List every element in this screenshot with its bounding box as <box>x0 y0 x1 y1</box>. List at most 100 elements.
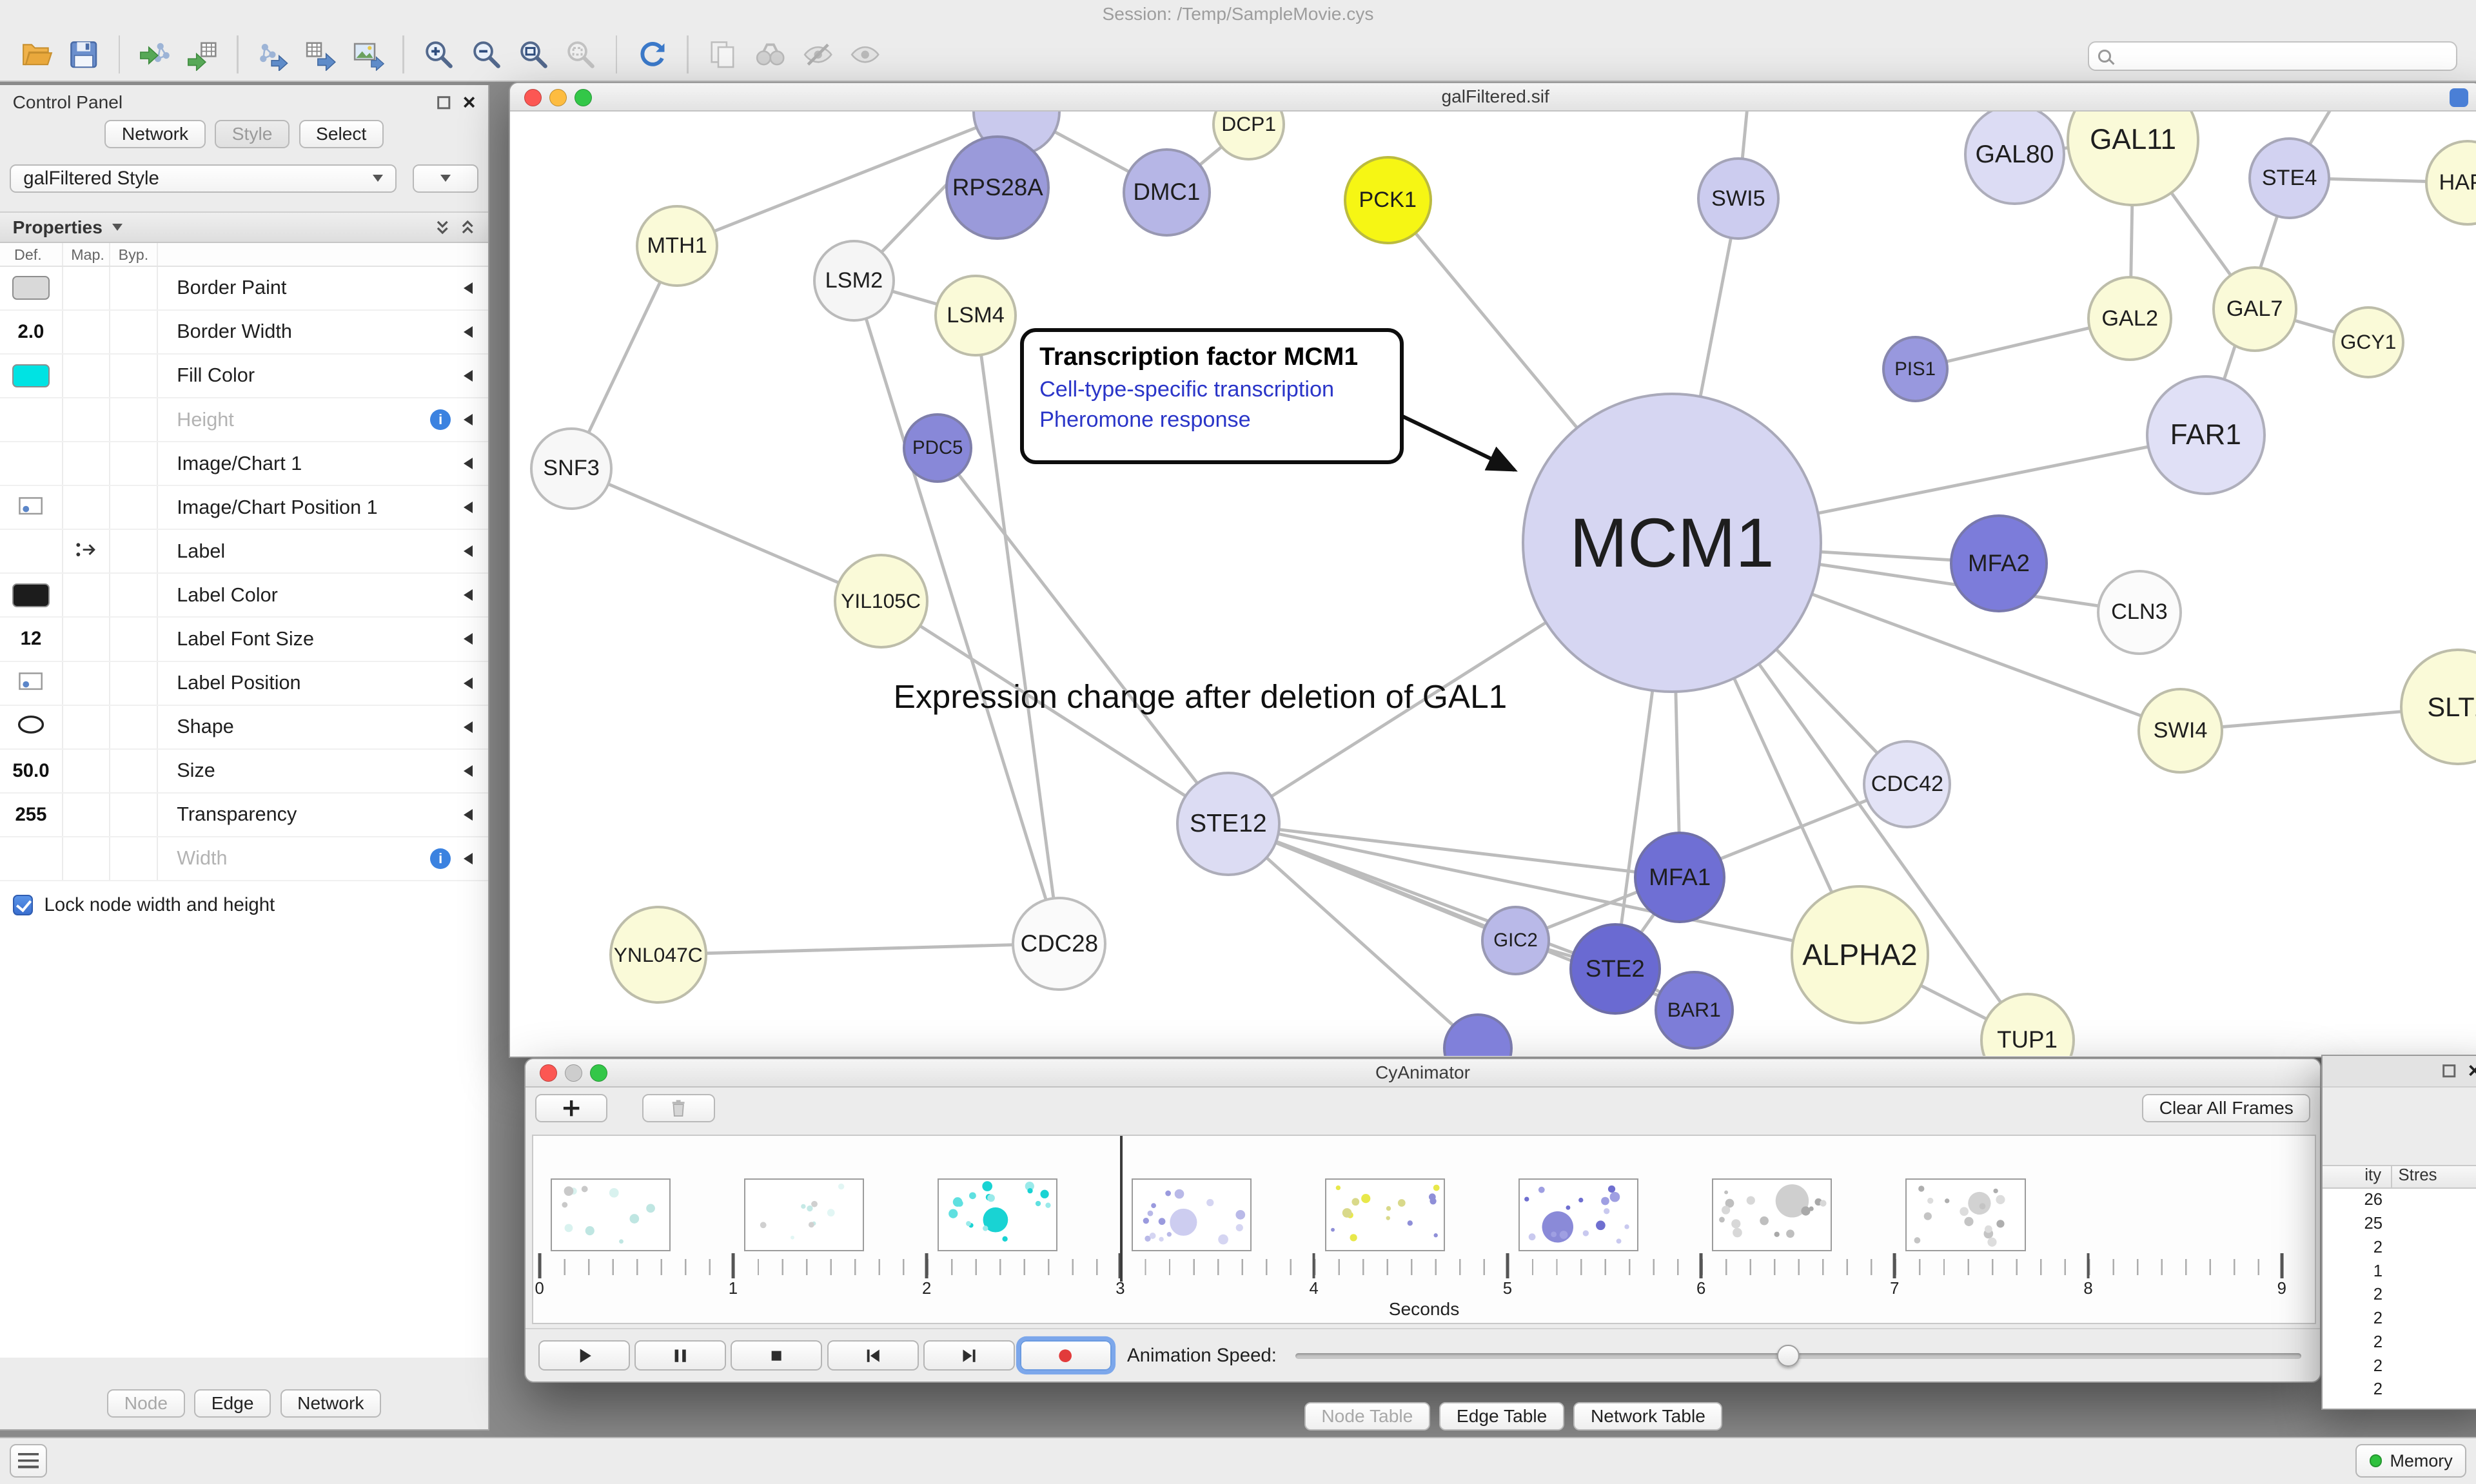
next-button[interactable] <box>923 1340 1016 1371</box>
expand-arrow-icon[interactable] <box>464 808 473 821</box>
tab-edge-style[interactable]: Edge <box>194 1389 271 1418</box>
bypass-cell[interactable] <box>110 749 158 792</box>
float-window-icon[interactable] <box>436 95 451 110</box>
network-node-ste2[interactable]: STE2 <box>1569 923 1661 1015</box>
network-node-gcy1[interactable]: GCY1 <box>2332 306 2405 379</box>
previous-button[interactable] <box>827 1340 919 1371</box>
default-value-cell[interactable] <box>0 266 63 309</box>
slider-thumb[interactable] <box>1777 1344 1800 1367</box>
expand-arrow-icon[interactable] <box>464 765 473 777</box>
bypass-cell[interactable] <box>110 661 158 705</box>
property-row-fill-color[interactable]: Fill Color <box>0 354 489 399</box>
playhead[interactable] <box>1120 1136 1123 1282</box>
expand-arrow-icon[interactable] <box>464 721 473 733</box>
color-swatch[interactable] <box>12 364 50 388</box>
timeline-frame-5[interactable] <box>1518 1178 1639 1252</box>
style-options-button[interactable] <box>412 164 479 193</box>
animation-speed-slider[interactable] <box>1295 1340 2301 1371</box>
position-icon[interactable] <box>18 493 43 522</box>
network-node-cdc28[interactable]: CDC28 <box>1012 896 1107 991</box>
network-node-rps28a[interactable]: RPS28A <box>945 135 1050 240</box>
cyanimator-titlebar[interactable]: CyAnimator <box>526 1059 2320 1088</box>
bypass-cell[interactable] <box>110 574 158 617</box>
bypass-cell[interactable] <box>110 486 158 529</box>
memory-button[interactable]: Memory <box>2355 1444 2467 1478</box>
network-node-snf3[interactable]: SNF3 <box>530 427 613 510</box>
annotation-link[interactable]: Pheromone response <box>1039 407 1251 433</box>
tab-network-table[interactable]: Network Table <box>1573 1401 1723 1430</box>
zoom-fit-icon[interactable] <box>510 32 557 77</box>
bypass-cell[interactable] <box>110 398 158 442</box>
save-session-icon[interactable] <box>60 32 107 77</box>
bypass-cell[interactable] <box>110 793 158 836</box>
bypass-cell[interactable] <box>110 266 158 309</box>
pause-button[interactable] <box>634 1340 727 1371</box>
default-value-cell[interactable] <box>0 574 63 617</box>
view-badge-icon[interactable] <box>2449 88 2469 108</box>
expand-all-icon[interactable] <box>435 219 450 236</box>
clear-all-frames-button[interactable]: Clear All Frames <box>2142 1093 2311 1122</box>
mapping-cell[interactable] <box>63 486 111 529</box>
zoom-window-icon[interactable] <box>574 88 592 106</box>
tab-network[interactable]: Network <box>104 120 206 149</box>
delete-frame-button[interactable] <box>642 1093 715 1122</box>
position-icon[interactable] <box>18 669 43 698</box>
property-row-image-chart-1[interactable]: Image/Chart 1 <box>0 442 489 487</box>
default-value-cell[interactable]: 2.0 <box>0 310 63 353</box>
default-value-cell[interactable] <box>0 398 63 442</box>
mapping-cell[interactable] <box>63 530 111 573</box>
tab-select[interactable]: Select <box>299 120 384 149</box>
default-value-text[interactable]: 50.0 <box>12 759 50 781</box>
network-node-cln3[interactable]: CLN3 <box>2096 569 2183 655</box>
zoom-window-icon[interactable] <box>590 1064 608 1082</box>
apply-layout-icon[interactable] <box>629 32 676 77</box>
default-value-cell[interactable] <box>0 354 63 398</box>
expand-arrow-icon[interactable] <box>464 414 473 426</box>
search-input[interactable] <box>2119 44 2446 68</box>
tab-node-table[interactable]: Node Table <box>1304 1401 1430 1430</box>
zoom-in-icon[interactable] <box>415 32 462 77</box>
bypass-cell[interactable] <box>110 442 158 485</box>
network-node-slt2[interactable]: SLT2 <box>2399 649 2476 766</box>
properties-section-header[interactable]: Properties <box>0 211 489 244</box>
timeline-frame-1[interactable] <box>744 1178 865 1252</box>
network-node-hap4[interactable]: HAP4 <box>2425 140 2476 226</box>
network-node-swi5[interactable]: SWI5 <box>1697 157 1780 240</box>
tab-node-style[interactable]: Node <box>107 1389 185 1418</box>
network-node-mcm1[interactable]: MCM1 <box>1522 393 1822 693</box>
mapping-cell[interactable] <box>63 398 111 442</box>
network-node-pis1[interactable]: PIS1 <box>1882 336 1949 402</box>
default-value-cell[interactable] <box>0 442 63 485</box>
timeline-frame-3[interactable] <box>1131 1178 1252 1252</box>
timeline-frame-7[interactable] <box>1905 1178 2026 1252</box>
expand-arrow-icon[interactable] <box>464 326 473 338</box>
property-row-image-chart-position-1[interactable]: Image/Chart Position 1 <box>0 486 489 531</box>
export-image-icon[interactable] <box>344 32 391 77</box>
tab-edge-table[interactable]: Edge Table <box>1439 1401 1564 1430</box>
column-header[interactable]: Stres <box>2398 1166 2437 1184</box>
bypass-cell[interactable] <box>110 354 158 398</box>
network-node-gic2[interactable]: GIC2 <box>1480 906 1551 975</box>
import-network-icon[interactable] <box>131 32 178 77</box>
bypass-cell[interactable] <box>110 530 158 573</box>
default-value-text[interactable]: 255 <box>15 803 47 825</box>
close-icon[interactable]: × <box>462 90 476 115</box>
column-header[interactable]: ity <box>2323 1166 2392 1187</box>
expand-arrow-icon[interactable] <box>464 677 473 689</box>
record-button[interactable] <box>1019 1340 1112 1371</box>
timeline-frame-2[interactable] <box>938 1178 1058 1252</box>
network-node-gal7[interactable]: GAL7 <box>2212 266 2297 352</box>
network-node-ste4[interactable]: STE4 <box>2248 137 2331 219</box>
property-row-label-position[interactable]: Label Position <box>0 661 489 706</box>
zoom-out-icon[interactable] <box>462 32 509 77</box>
expand-arrow-icon[interactable] <box>464 502 473 514</box>
import-table-icon[interactable] <box>179 32 226 77</box>
lock-size-checkbox[interactable] <box>12 894 34 915</box>
network-node-pck1[interactable]: PCK1 <box>1343 155 1432 245</box>
mapping-cell[interactable] <box>63 442 111 485</box>
float-window-icon[interactable] <box>2441 1063 2457 1079</box>
network-node-lsm2[interactable]: LSM2 <box>812 239 896 322</box>
mapping-cell[interactable] <box>63 705 111 748</box>
